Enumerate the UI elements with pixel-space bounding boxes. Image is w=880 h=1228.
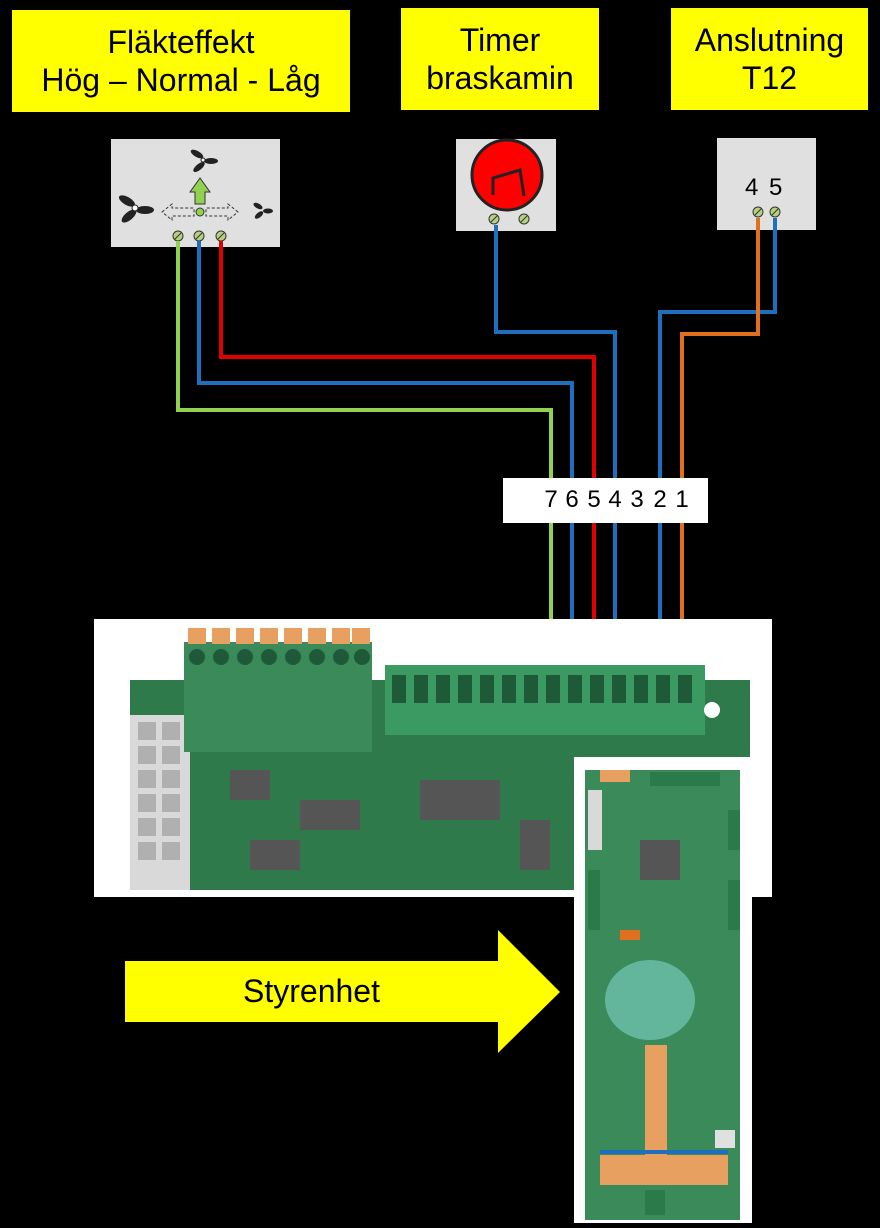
timer-label: Timer braskamin: [401, 8, 599, 110]
fan-speed-label-line2: Hög – Normal - Låg: [41, 62, 321, 98]
connection-terminal-numbers: 4 5: [745, 174, 795, 202]
wire-blue-timer: [494, 225, 617, 680]
connection-terminal-5: 5: [769, 174, 783, 201]
connection-device: [717, 138, 816, 230]
timer-label-line1: Timer: [459, 22, 541, 58]
wire-orange: [680, 218, 760, 680]
fan-high-icon: [253, 202, 273, 219]
timer-device: [456, 138, 556, 231]
terminal-1: 1: [675, 486, 689, 513]
right-arrow-icon: [125, 930, 560, 1053]
terminal-7: 7: [544, 486, 558, 513]
right-dashed-arrow-icon: [205, 202, 239, 222]
controller-arrow-label: Styrenhet: [243, 973, 380, 1009]
terminal-4: 4: [608, 486, 622, 513]
wire-blue-fan: [197, 241, 574, 680]
terminal-6: 6: [565, 486, 579, 513]
left-dashed-arrow-icon: [161, 202, 195, 222]
fan-normal-icon: [190, 149, 218, 173]
controller-board: [574, 757, 752, 1223]
fan-switch-terminals: [172, 230, 227, 242]
timer-dial-icon: [470, 138, 544, 212]
wire-green: [176, 241, 553, 680]
wires: [176, 218, 777, 680]
terminal-5: 5: [587, 486, 601, 513]
fan-speed-label-line1: Fläkteffekt: [107, 24, 255, 60]
timer-label-line2: braskamin: [426, 60, 574, 96]
connection-label: Anslutning T12: [671, 8, 868, 110]
terminal-strip: 7 6 5 4 3 2 1: [503, 478, 708, 523]
wire-red: [219, 241, 596, 680]
fan-low-icon: [118, 195, 154, 223]
fan-switch-device: [111, 139, 280, 247]
terminal-2: 2: [653, 486, 667, 513]
connection-terminal-4: 4: [745, 174, 759, 201]
terminal-3: 3: [630, 486, 644, 513]
connection-label-line2: T12: [741, 60, 798, 96]
connection-label-line1: Anslutning: [694, 22, 845, 58]
fan-speed-label: Fläkteffekt Hög – Normal - Låg: [12, 10, 350, 112]
up-arrow-icon: [189, 177, 211, 205]
